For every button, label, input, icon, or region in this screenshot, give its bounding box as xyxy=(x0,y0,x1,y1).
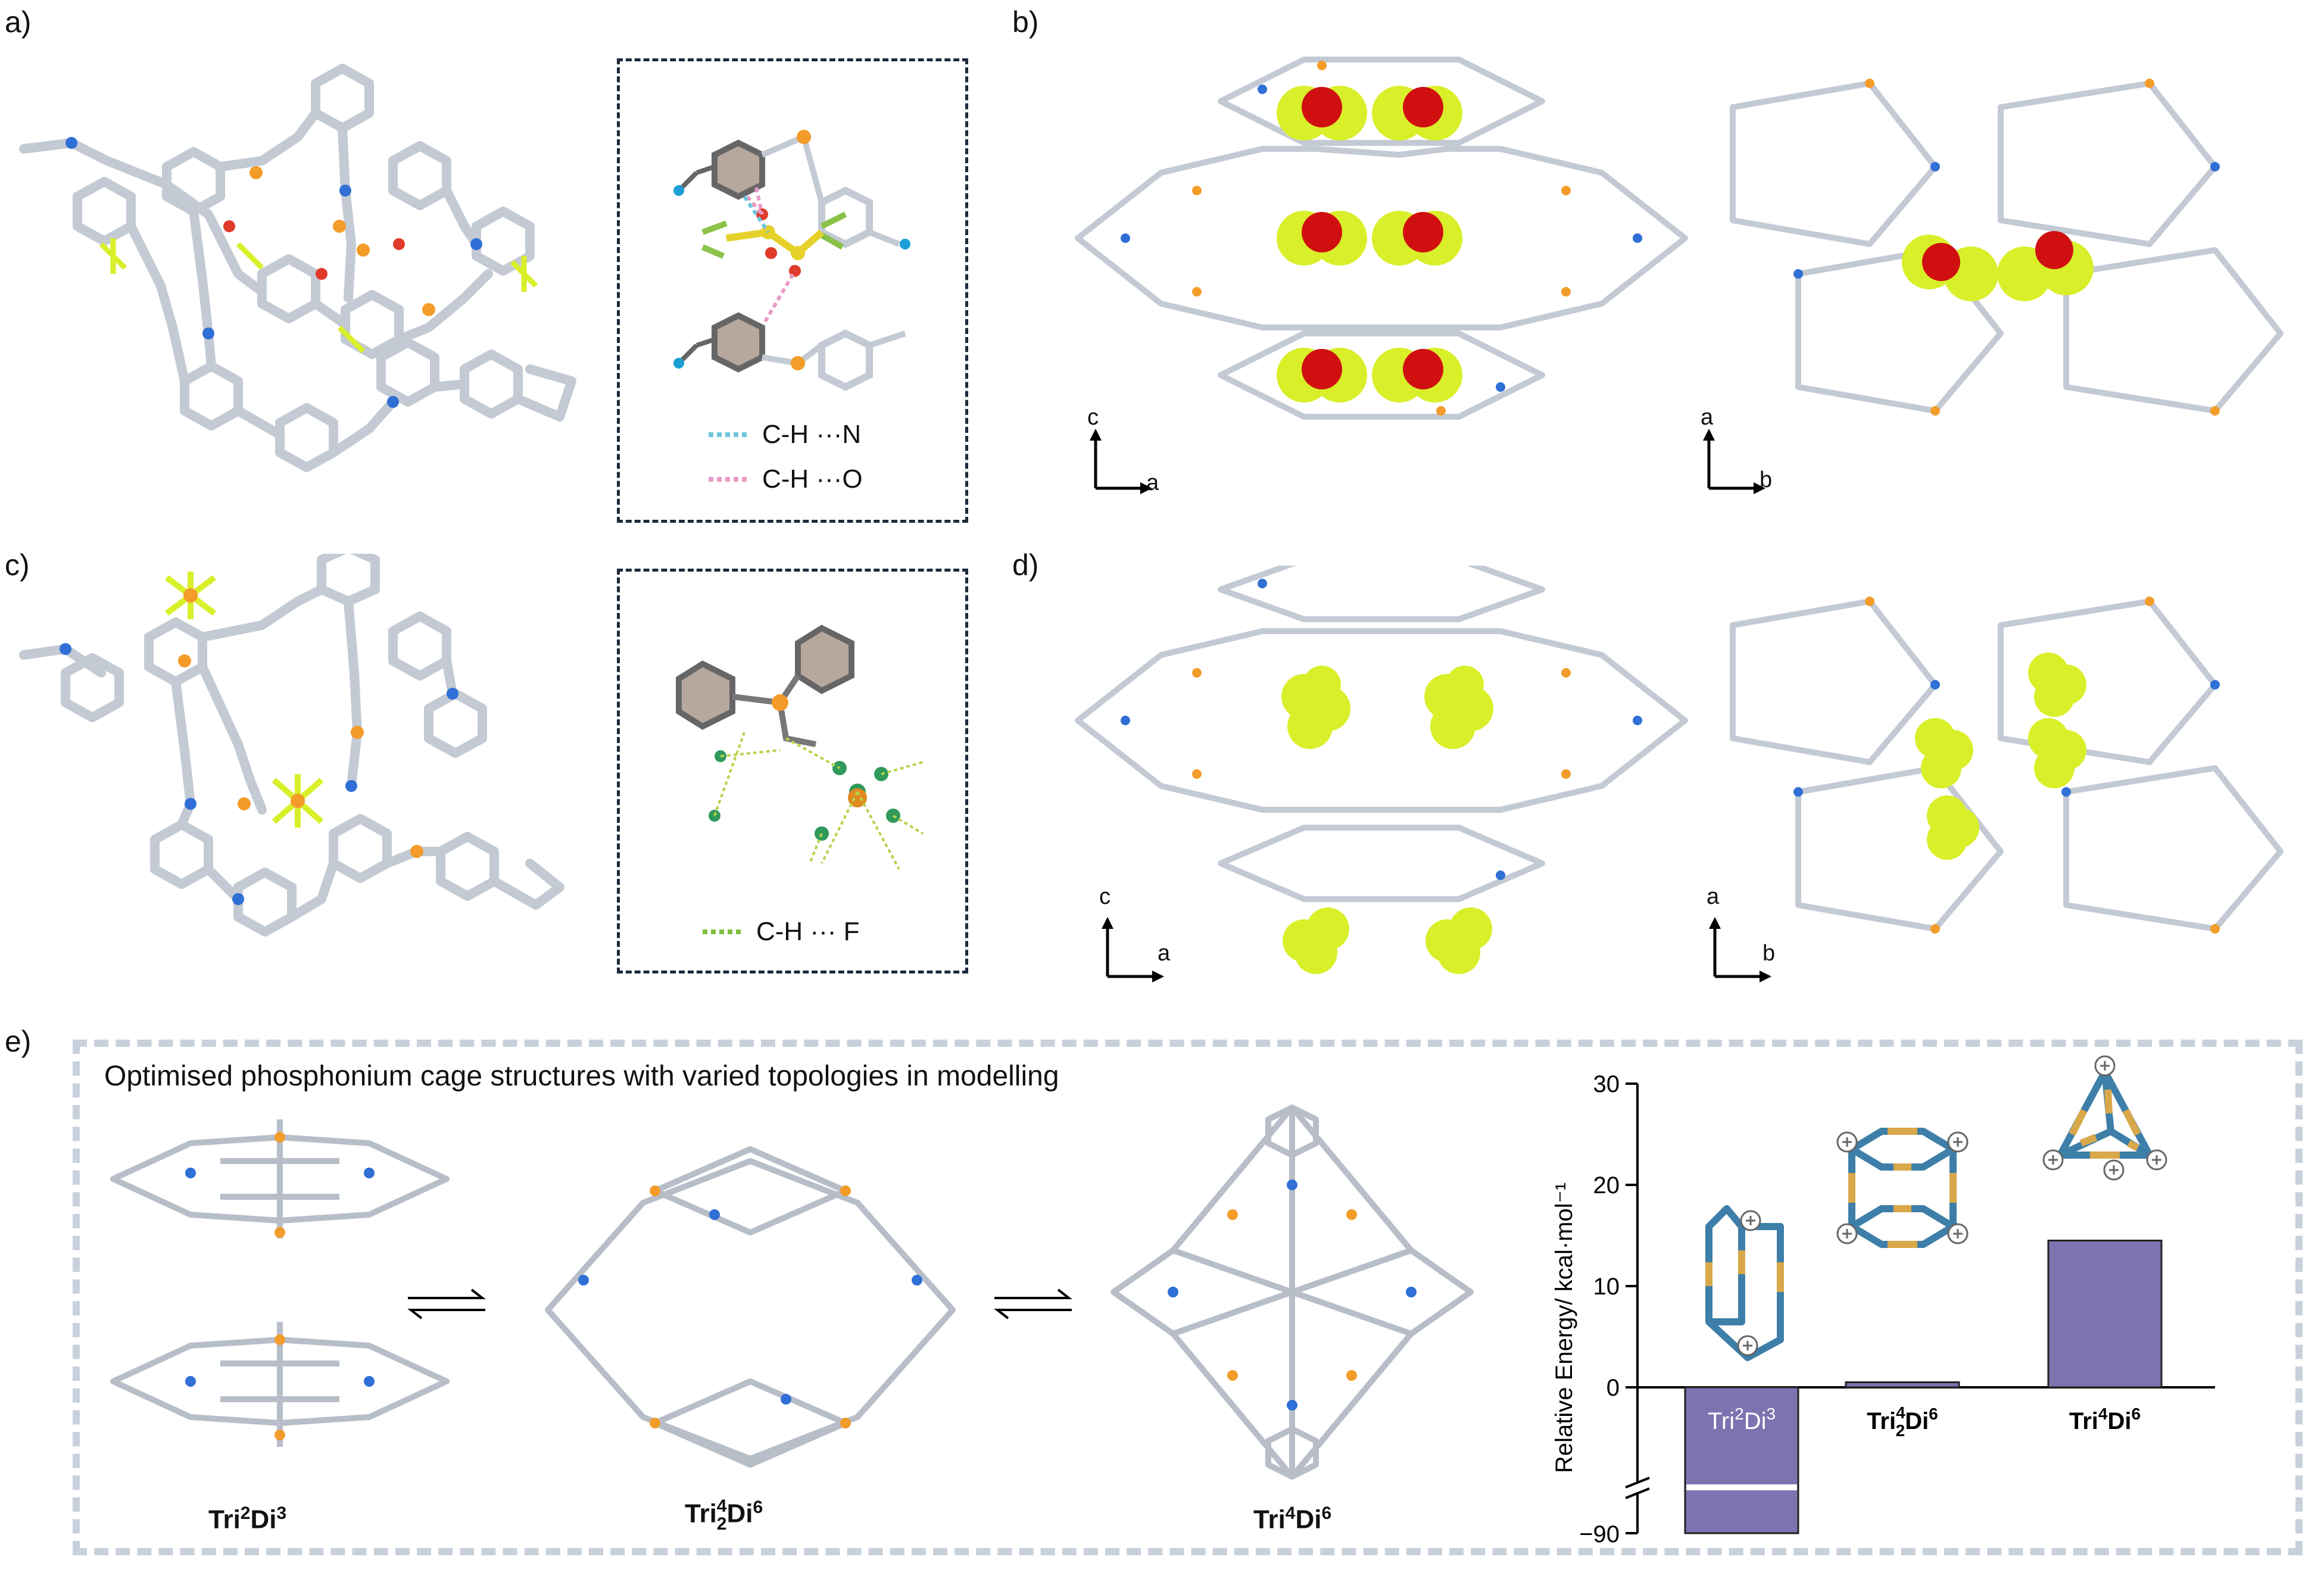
charge-icon xyxy=(2146,1149,2167,1171)
inset-a-legend-label-o: C-H ···O xyxy=(762,464,863,494)
charge-icon xyxy=(1737,1335,1758,1356)
panel-b-packing-ab xyxy=(1730,79,2284,416)
axis-d-left-vertical: c xyxy=(1099,884,1110,909)
axis-b-left-horizontal: a xyxy=(1146,470,1159,495)
panel-e-frame xyxy=(73,1040,2303,1555)
label-tri4di6-sup1: 4 xyxy=(1285,1503,1296,1523)
label-tri4di6: Tri4Di6 xyxy=(1253,1503,1331,1535)
axes-d-left-arrows xyxy=(1102,917,1164,982)
panel-b-packing-ca xyxy=(1075,57,1688,420)
charge-icon xyxy=(1836,1131,1858,1153)
panel-label-a: a) xyxy=(5,5,32,39)
label-tri4di6-base1: Tri xyxy=(1253,1505,1286,1534)
equilibrium-arrows-1 xyxy=(407,1288,486,1319)
label-tri2di3-base2: Di xyxy=(250,1505,277,1534)
axis-d-right-horizontal: b xyxy=(1763,941,1776,966)
label-tri42di6-sup2: 6 xyxy=(753,1497,763,1517)
charge-icon xyxy=(1947,1131,1969,1153)
relative-energy-chart: Relative Energy/ kcal·mol⁻¹ 30 20 10 0 −… xyxy=(1551,1055,2215,1547)
topology-icon-tri2di3 xyxy=(1705,1205,1784,1361)
label-tri4di6-base2: Di xyxy=(1295,1505,1322,1534)
label-tri2di3-sup2: 3 xyxy=(276,1503,287,1523)
label-tri2di3-base1: Tri xyxy=(208,1505,241,1534)
label-tri42di6-sub1: 2 xyxy=(716,1514,727,1534)
charge-icon xyxy=(2042,1149,2064,1171)
panel-a-inset xyxy=(617,58,968,523)
panel-c-inset xyxy=(617,569,968,974)
chart-ytick-label-20: 20 xyxy=(1593,1172,1620,1199)
panel-label-b: b) xyxy=(1012,5,1039,39)
chart-bar-tri2di3 xyxy=(1684,1386,1799,1534)
label-tri2di3-sup1: 2 xyxy=(240,1503,251,1523)
panel-c-cage-structure xyxy=(19,554,564,937)
structure-tri42di6 xyxy=(545,1146,956,1468)
chart-ytick-label-neg90: −90 xyxy=(1579,1521,1620,1547)
equilibrium-arrows-2 xyxy=(994,1288,1072,1319)
charge-icon xyxy=(2094,1055,2116,1077)
label-tri42di6-base1: Tri xyxy=(685,1499,717,1528)
panel-c-inset-interaction xyxy=(676,625,924,870)
panel-label-c: c) xyxy=(5,548,30,582)
inset-a-legend-label-n: C-H ···N xyxy=(762,420,862,449)
chart-bar-tri4di6 xyxy=(2047,1240,2163,1389)
panel-d-packing-ca xyxy=(1075,566,1688,974)
label-tri2di3: Tri2Di3 xyxy=(208,1503,286,1535)
inset-c-legend-swatch-f xyxy=(703,929,744,934)
axis-b-right-horizontal: b xyxy=(1760,467,1773,492)
panel-label-d: d) xyxy=(1012,548,1039,582)
axes-b-right-arrows xyxy=(1703,429,1765,494)
panel-a-cage-structure xyxy=(19,64,576,472)
panel-label-e: e) xyxy=(5,1025,32,1058)
axis-d-right-vertical: a xyxy=(1707,884,1720,909)
panel-e-title: Optimised phosphonium cage structures wi… xyxy=(104,1060,1059,1092)
topology-icon-tri42di6 xyxy=(1836,1128,1969,1248)
axis-b-right-vertical: a xyxy=(1701,405,1714,430)
inset-a-legend-swatch-n xyxy=(709,432,750,437)
structure-tri2di3 xyxy=(110,1119,450,1447)
topology-icon-tri4di6 xyxy=(2042,1055,2167,1181)
label-tri42di6-base2: Di xyxy=(726,1499,753,1528)
label-tri42di6-sup1: 4 xyxy=(716,1496,727,1517)
charge-icon xyxy=(1947,1223,1969,1244)
chart-category-label-tri4di6: Tri4Di6 xyxy=(2069,1405,2141,1434)
panel-d-packing-ab xyxy=(1730,597,2284,934)
structure-tri4di6 xyxy=(1110,1104,1474,1480)
chart-ytick-label-0: 0 xyxy=(1606,1375,1620,1401)
charge-icon xyxy=(1836,1223,1858,1244)
inset-a-legend-swatch-o xyxy=(709,477,750,482)
charge-icon xyxy=(1740,1210,1761,1231)
axis-d-left-horizontal: a xyxy=(1158,941,1171,966)
chart-category-label-tri2di3: Tri2Di3 xyxy=(1708,1405,1776,1434)
panel-a-inset-interaction xyxy=(673,130,910,391)
axes-b-left-arrows xyxy=(1090,429,1152,494)
axis-b-left-vertical: c xyxy=(1087,405,1099,430)
inset-c-legend-label-f: C-H ··· F xyxy=(756,917,860,946)
chart-ytick-label-10: 10 xyxy=(1593,1274,1620,1300)
chart-axis-break xyxy=(1625,1477,1650,1499)
chart-ylabel: Relative Energy/ kcal·mol⁻¹ xyxy=(1551,1182,1577,1473)
chart-ytick-label-30: 30 xyxy=(1593,1071,1620,1097)
label-tri4di6-sup2: 6 xyxy=(1321,1503,1332,1523)
axes-d-right-arrows xyxy=(1709,917,1771,982)
charge-icon xyxy=(2103,1159,2125,1181)
chart-bar-tri42di6 xyxy=(1845,1381,1960,1389)
